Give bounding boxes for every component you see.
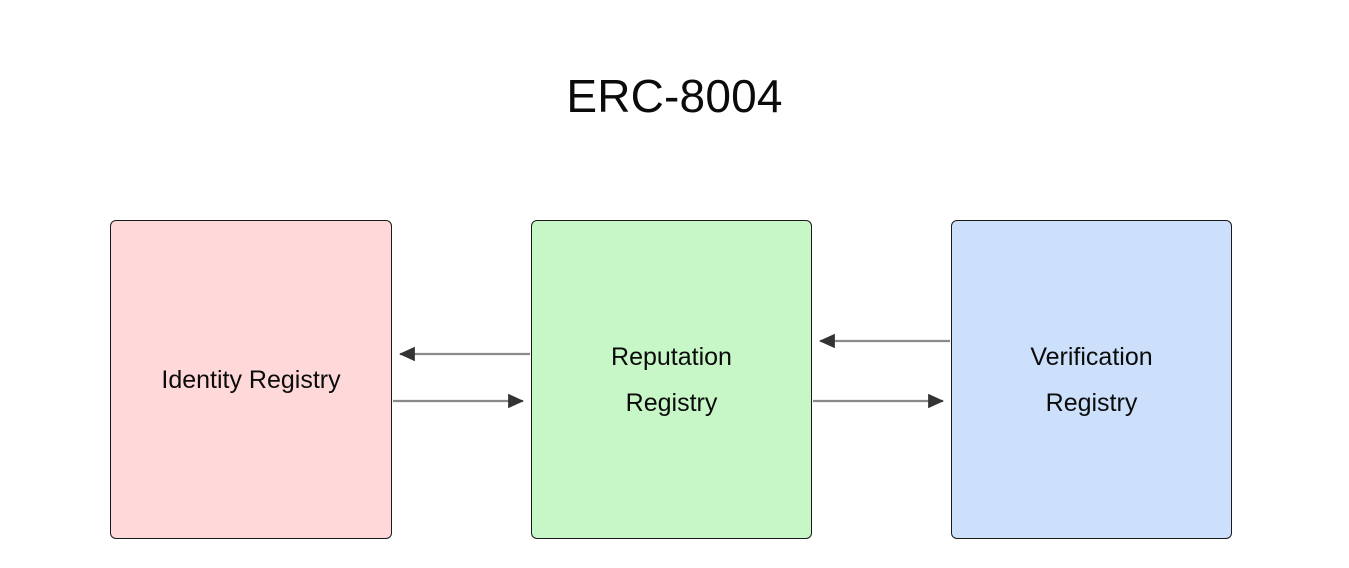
node-identity-registry-label: Identity Registry [161, 365, 341, 394]
node-reputation-registry-label: Reputation Registry [611, 342, 732, 417]
node-identity-registry[interactable]: Identity Registry [110, 220, 392, 539]
node-verification-registry-label: Verification Registry [1030, 342, 1153, 417]
node-verification-registry[interactable]: Verification Registry [951, 220, 1232, 539]
node-reputation-registry[interactable]: Reputation Registry [531, 220, 812, 539]
page-title: ERC-8004 [566, 70, 783, 122]
